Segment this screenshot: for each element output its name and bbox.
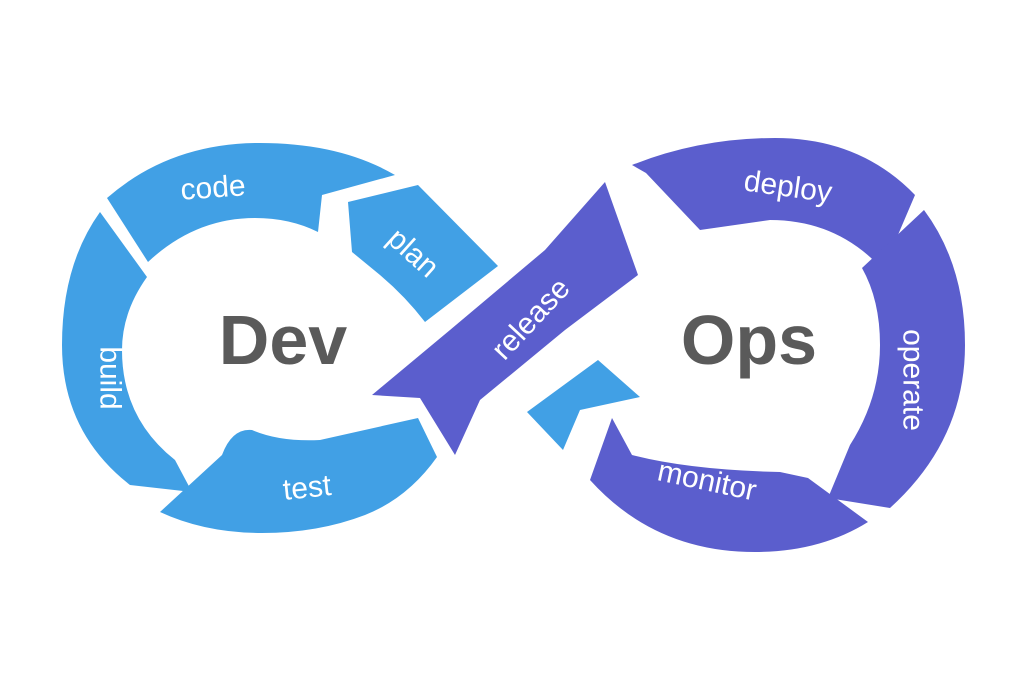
ops-loop: release deploy operate monitor Ops xyxy=(372,138,965,552)
dev-return-arrow xyxy=(527,360,640,450)
stage-test-label: test xyxy=(281,469,333,507)
dev-loop: code plan build test Dev xyxy=(62,143,640,533)
stage-operate-segment xyxy=(828,210,965,508)
dev-title: Dev xyxy=(219,301,347,379)
ops-title: Ops xyxy=(681,301,817,379)
stage-test-segment xyxy=(160,418,437,533)
stage-build-segment xyxy=(62,212,192,492)
stage-release-segment xyxy=(372,182,638,455)
stage-plan-segment xyxy=(348,185,498,322)
stage-deploy-segment xyxy=(632,138,915,270)
stage-operate-label: operate xyxy=(897,329,930,431)
stage-monitor-segment xyxy=(590,418,868,552)
stage-code-segment xyxy=(107,143,395,262)
stage-build-label: build xyxy=(94,346,127,409)
stage-code-label: code xyxy=(179,169,246,206)
